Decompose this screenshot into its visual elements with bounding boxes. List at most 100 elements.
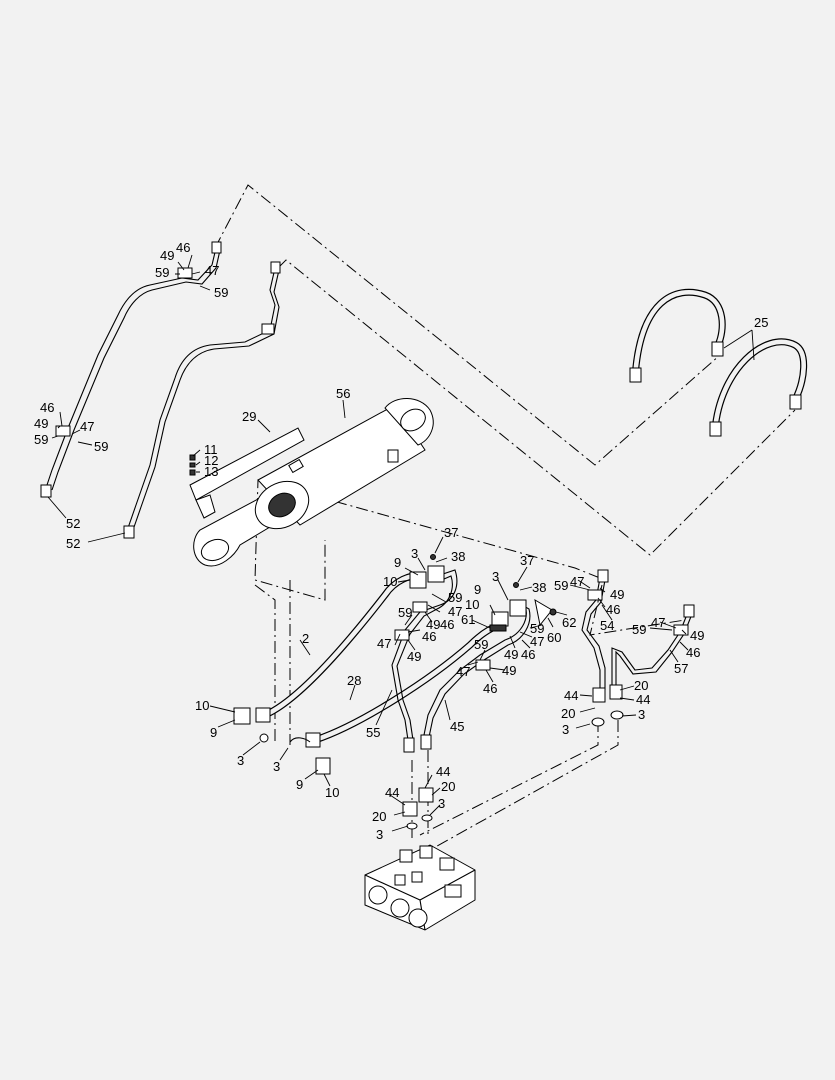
upper-left-tubes [40, 241, 281, 539]
elbow-9 [427, 565, 445, 583]
callout-38: 38 [532, 580, 546, 595]
plug-37 [430, 554, 436, 560]
callout-11: 11 [204, 442, 218, 457]
callout-3: 3 [438, 796, 445, 811]
tube-57 [611, 611, 689, 690]
elbow-10 [233, 707, 251, 725]
tube-upper-a-edge [51, 249, 221, 491]
callout-49: 49 [407, 649, 421, 664]
callout-46: 46 [440, 617, 454, 632]
tube-nut [403, 737, 415, 753]
callout-3: 3 [273, 759, 280, 774]
hose-end [305, 732, 321, 748]
callout-47: 47 [530, 634, 544, 649]
washer-12 [189, 462, 196, 468]
adapter-44 [418, 787, 434, 803]
tube-nut [420, 734, 432, 750]
callout-52: 52 [66, 536, 80, 551]
adapter-44 [609, 684, 623, 700]
valve-spool [439, 857, 455, 871]
o-ring-3 [591, 717, 605, 727]
callout-49: 49 [502, 663, 516, 678]
bracket-tab [195, 494, 216, 519]
callout-47: 47 [448, 604, 462, 619]
tube-nut-52 [40, 484, 52, 498]
base-eye [400, 408, 426, 432]
clamp-46 [412, 601, 428, 613]
callout-3: 3 [376, 827, 383, 842]
tube-fitting [270, 261, 281, 274]
callout-62: 62 [562, 615, 576, 630]
hoses-25 [629, 288, 808, 437]
callout-38: 38 [451, 549, 465, 564]
callout-20: 20 [441, 779, 455, 794]
tube-upper-a [45, 247, 217, 489]
callout-59: 59 [398, 605, 412, 620]
clamp-46 [177, 267, 193, 279]
callout-59: 59 [530, 621, 544, 636]
callout-3: 3 [492, 569, 499, 584]
elbow-fitting [289, 737, 311, 743]
callout-25: 25 [754, 315, 768, 330]
callout-59: 59 [448, 590, 462, 605]
valve-port [408, 908, 428, 928]
callout-28: 28 [347, 673, 361, 688]
callout-46: 46 [176, 240, 190, 255]
elbow-10 [409, 571, 427, 589]
callout-47: 47 [570, 574, 584, 589]
callout-49: 49 [690, 628, 704, 643]
callout-44: 44 [564, 688, 578, 703]
clamp-46 [673, 624, 689, 636]
phantom-line-d [254, 584, 276, 745]
phantom-line-f [419, 720, 599, 836]
callout-61: 61 [461, 612, 475, 627]
clamp-46 [587, 589, 603, 601]
callout-9: 9 [394, 555, 401, 570]
adapters-44-20 [402, 684, 624, 830]
callout-3: 3 [562, 722, 569, 737]
rod-eye [200, 538, 230, 562]
callout-44: 44 [436, 764, 450, 779]
callout-59: 59 [94, 439, 108, 454]
callout-49: 49 [504, 647, 518, 662]
callout-9: 9 [296, 777, 303, 792]
cylinder-port [387, 449, 399, 463]
hose-end [255, 707, 271, 723]
callout-54: 54 [600, 618, 614, 633]
callout-49: 49 [610, 587, 624, 602]
adapter-44 [592, 687, 606, 703]
valve-spool [419, 845, 433, 859]
callout-47: 47 [651, 615, 665, 630]
callout-2: 2 [302, 631, 309, 646]
clamp-46 [394, 629, 410, 641]
valve-fitting [411, 871, 423, 883]
callout-3: 3 [237, 753, 244, 768]
clamp-61 [489, 624, 507, 632]
callout-10: 10 [465, 597, 479, 612]
phantom-line-j [589, 584, 686, 636]
callout-49: 49 [160, 248, 174, 263]
hose-fitting [629, 367, 642, 383]
callout-46: 46 [606, 602, 620, 617]
tube-fitting [597, 569, 609, 583]
hardware-11-12-13 [189, 454, 196, 476]
callout-20: 20 [561, 706, 575, 721]
o-ring-3 [610, 710, 624, 720]
callout-52: 52 [66, 516, 80, 531]
callout-59: 59 [155, 265, 169, 280]
tube-fitting [683, 604, 695, 618]
bracket-60 [534, 599, 553, 627]
callout-13: 13 [204, 464, 218, 479]
gland-bore [268, 492, 296, 518]
valve-section [444, 884, 462, 898]
callout-59: 59 [474, 637, 488, 652]
callout-20: 20 [634, 678, 648, 693]
callout-3: 3 [638, 707, 645, 722]
callout-45: 45 [450, 719, 464, 734]
callout-10: 10 [325, 785, 339, 800]
hose-fitting [709, 421, 722, 437]
elbow-10 [315, 757, 331, 775]
callout-47: 47 [80, 419, 94, 434]
callout-37: 37 [444, 525, 458, 540]
